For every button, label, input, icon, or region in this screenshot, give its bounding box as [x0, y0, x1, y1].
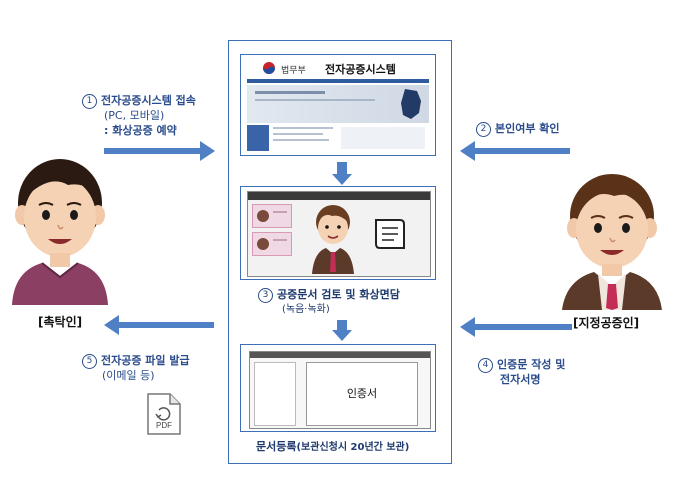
hero-banner	[247, 85, 429, 123]
system-title: 전자공증시스템	[325, 63, 396, 76]
certificate-page: 인증서	[306, 362, 418, 426]
down-arrow	[332, 162, 352, 185]
korea-map-icon	[401, 89, 421, 119]
step-3-number: 3	[258, 288, 273, 303]
step-5-title: 전자공증 파일 발급	[101, 354, 190, 367]
requester-avatar	[12, 159, 108, 305]
video-meeting-frame	[240, 186, 436, 280]
page-thumbnail	[254, 362, 296, 426]
step-3-title: 공증문서 검토 및 화상면담	[277, 288, 400, 301]
step-1-number: 1	[82, 94, 97, 109]
step-5-number: 5	[82, 354, 97, 369]
down-arrow	[332, 320, 352, 341]
video-toolbar	[248, 192, 430, 200]
step-5-subtitle: (이메일 등)	[102, 369, 155, 382]
right-arrow	[104, 141, 215, 161]
certificate-stamp-text: 인증서	[346, 387, 378, 400]
step-2-number: 2	[476, 122, 491, 137]
system-website-frame: 법무부 전자공증시스템	[240, 54, 436, 156]
requester-label: [촉탁인]	[38, 315, 83, 329]
pdf-label: PDF	[156, 421, 172, 430]
pdf-file-icon: PDF	[147, 393, 181, 435]
doc-caption-sub: (보관신청시 20년간 보관)	[296, 442, 410, 453]
government-emblem-icon	[263, 62, 275, 74]
step-1-title: 전자공증시스템 접속	[101, 94, 196, 107]
notary-video-avatar	[312, 205, 354, 274]
step-4-number: 4	[478, 358, 493, 373]
left-arrow	[104, 315, 214, 335]
step-3-subtitle: (녹음·녹화)	[282, 304, 330, 315]
ministry-name: 법무부	[281, 66, 306, 76]
video-thumb	[252, 232, 292, 256]
side-box	[247, 125, 269, 151]
document-frame: 인증서	[240, 344, 436, 432]
left-arrow	[460, 317, 572, 337]
scroll-document-icon	[375, 219, 405, 249]
notary-label: [지정공증인]	[573, 316, 640, 330]
left-arrow	[460, 141, 570, 161]
step-1-booking: : 화상공증 예약	[104, 124, 177, 137]
video-thumb	[252, 204, 292, 228]
step-2-title: 본인여부 확인	[495, 122, 560, 135]
step-4-title: 인증문 작성 및	[497, 358, 566, 371]
step-4-subtitle: 전자서명	[500, 373, 541, 386]
notary-avatar	[562, 174, 662, 310]
nav-bar	[247, 79, 429, 83]
step-1-devices: (PC, 모바일)	[104, 109, 165, 122]
doc-caption-main: 문서등록	[256, 440, 297, 453]
